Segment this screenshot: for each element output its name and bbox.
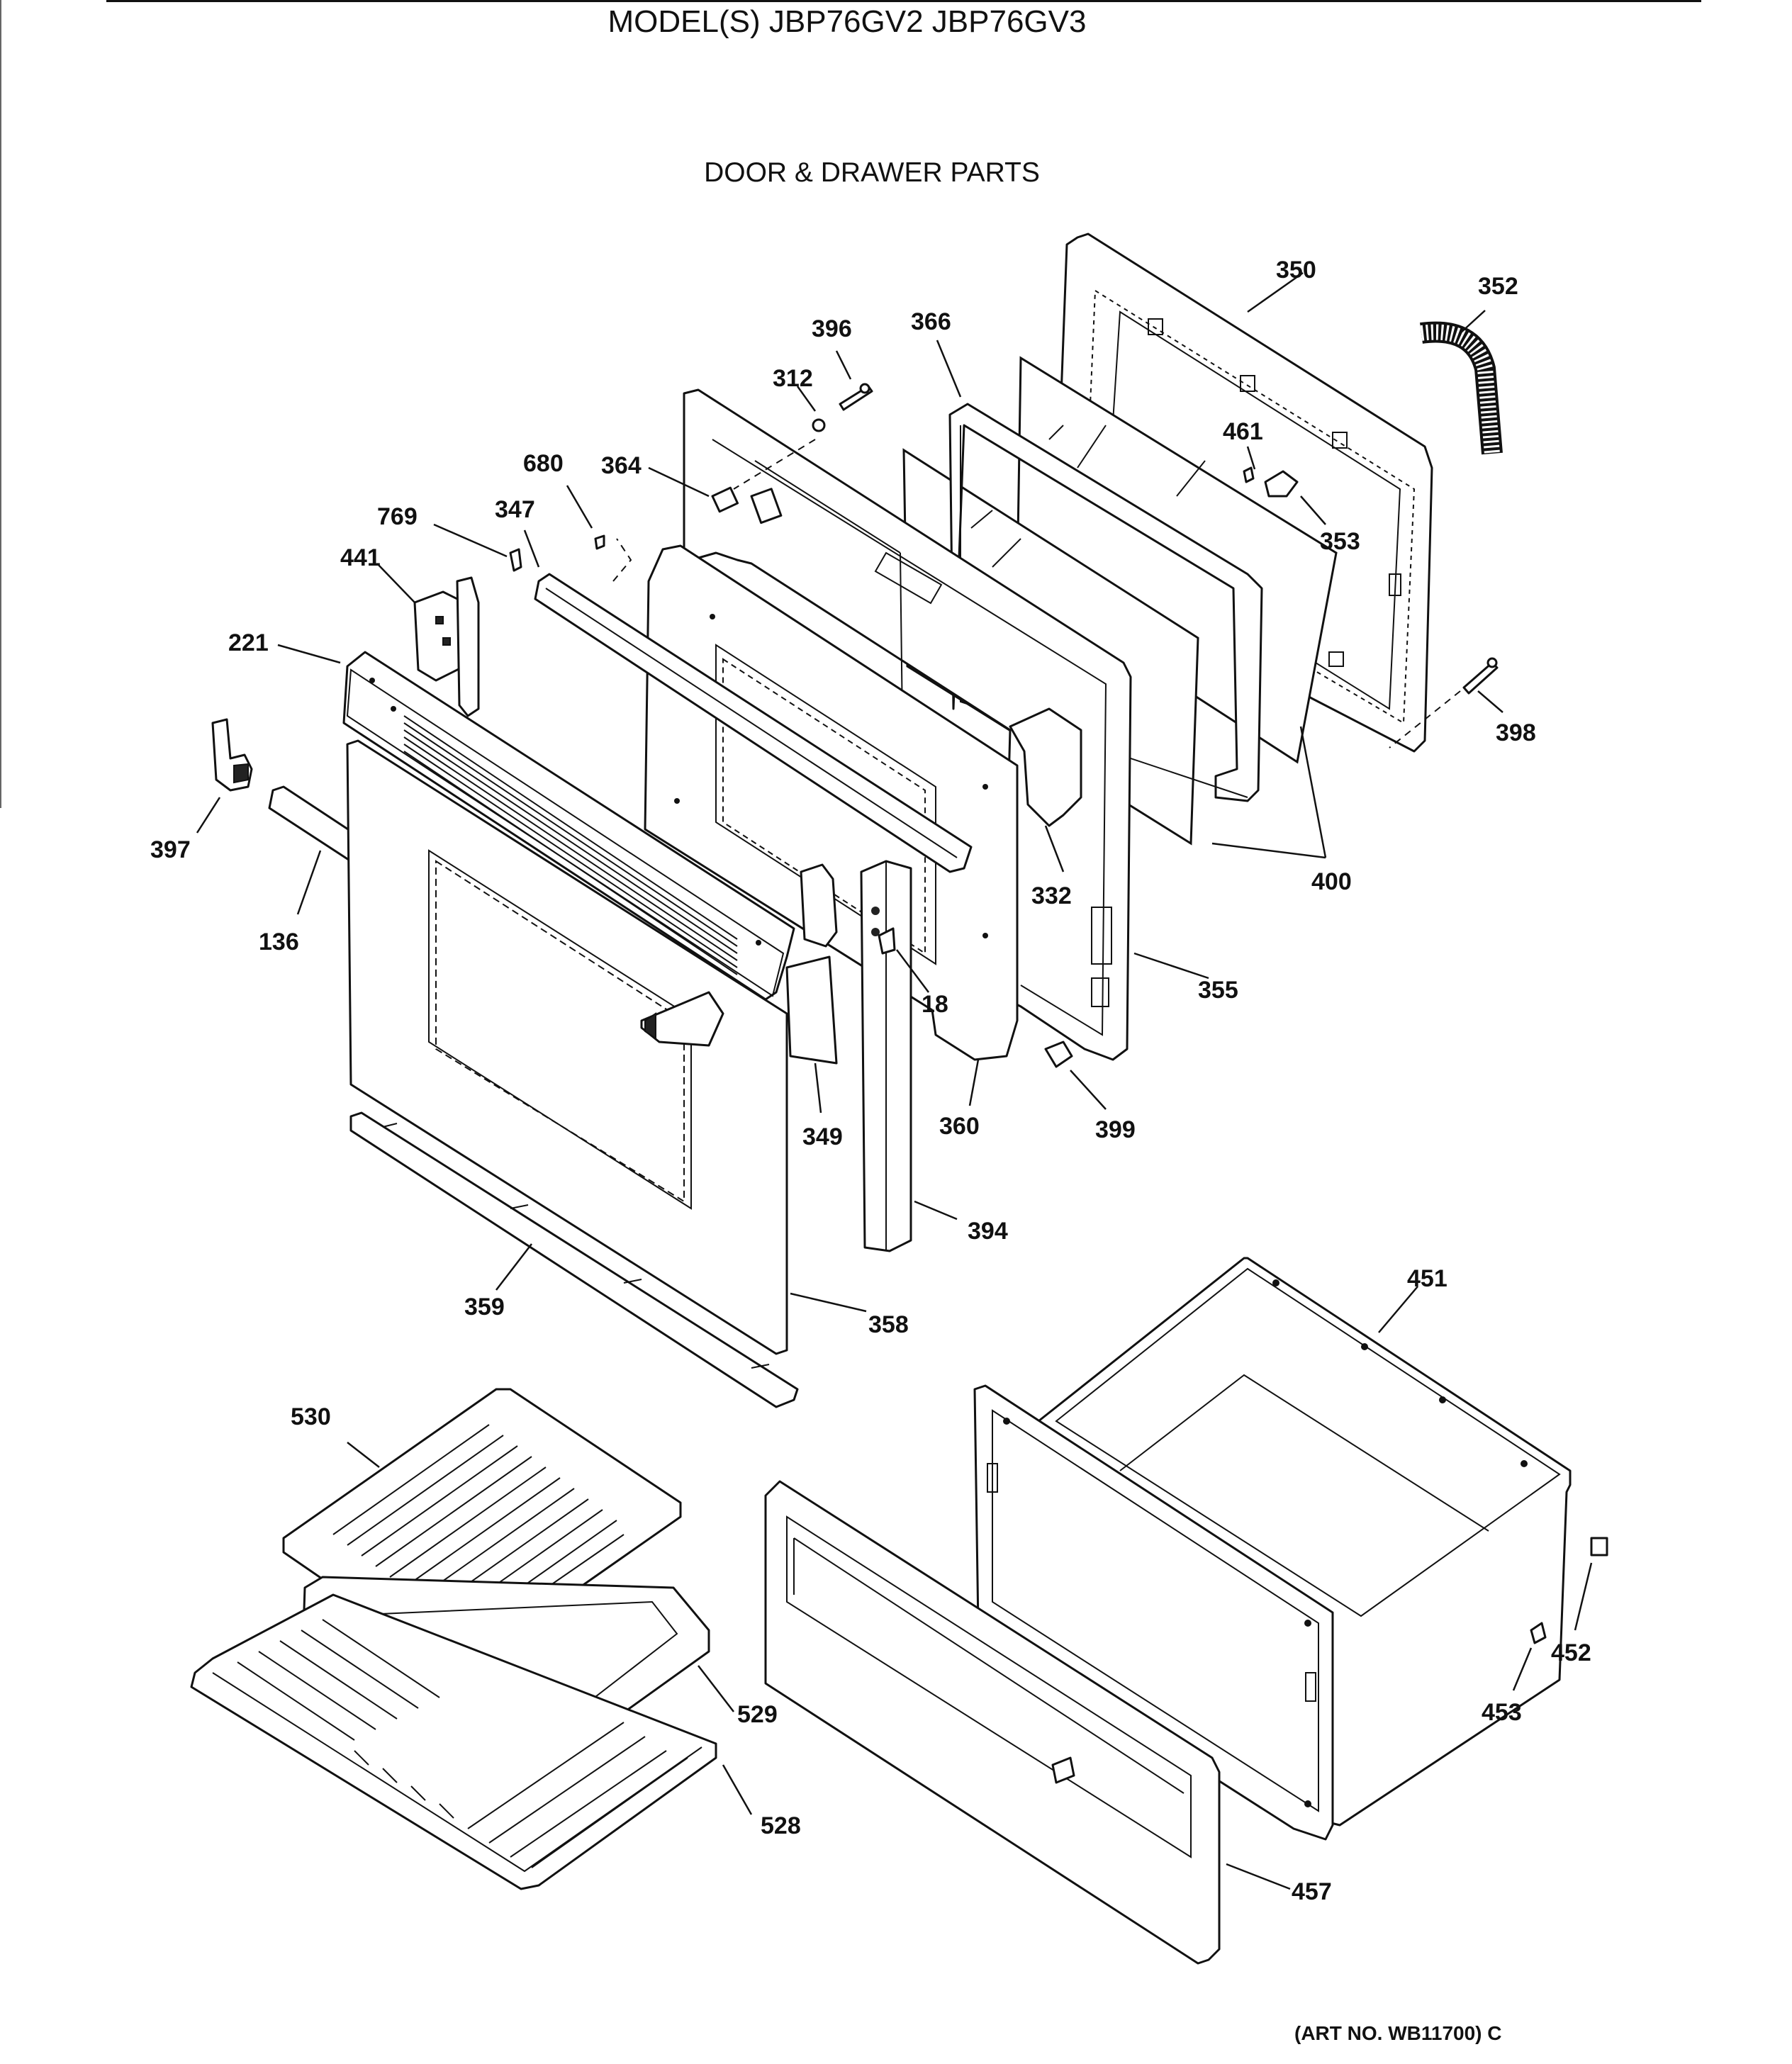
drawer-inner-front (973, 1384, 1334, 1841)
callout-349: 349 (802, 1123, 843, 1150)
callout-360: 360 (939, 1113, 980, 1140)
door-side-channel (860, 860, 912, 1252)
callout-353: 353 (1320, 528, 1360, 555)
oven-rack (190, 1593, 717, 1890)
callout-labels: 350 352 396 366 312 461 680 364 353 769 … (150, 257, 1591, 1905)
callout-358: 358 (868, 1311, 909, 1338)
door-hinge-right (800, 863, 838, 948)
page-title: MODEL(S) JBP76GV2 JBP76GV3 (607, 4, 1087, 39)
callout-347: 347 (495, 496, 535, 523)
callout-441: 441 (340, 544, 381, 571)
drawer-body (1037, 1257, 1572, 1827)
callout-529: 529 (737, 1701, 778, 1728)
callout-397: 397 (150, 836, 191, 863)
callout-396: 396 (812, 315, 852, 342)
callout-355: 355 (1198, 977, 1238, 1004)
left-border-line (0, 0, 1, 808)
callout-400: 400 (1311, 868, 1352, 895)
drawer-front-panel (764, 1480, 1221, 1965)
callout-394: 394 (968, 1218, 1008, 1245)
callout-18: 18 (922, 991, 948, 1018)
callout-352: 352 (1478, 273, 1518, 300)
callout-312: 312 (773, 365, 813, 392)
callout-680: 680 (523, 450, 564, 477)
outer-door-panel (346, 739, 788, 1355)
insulation-block (1009, 707, 1082, 827)
door-hinge-left (413, 576, 480, 717)
callout-528: 528 (761, 1812, 801, 1839)
top-border-line (106, 0, 1701, 2)
inner-door-panel (644, 544, 1019, 1061)
callout-530: 530 (291, 1403, 331, 1430)
drawer-slide-parts (1051, 1537, 1608, 1784)
callout-359: 359 (464, 1294, 505, 1320)
callout-332: 332 (1031, 882, 1072, 909)
callout-398: 398 (1496, 719, 1536, 746)
callout-769: 769 (377, 503, 418, 530)
callout-451: 451 (1407, 1265, 1447, 1292)
callout-136: 136 (259, 929, 299, 955)
callout-452: 452 (1551, 1639, 1591, 1666)
callout-350: 350 (1276, 257, 1316, 284)
door-gasket (1420, 321, 1503, 455)
door-bottom-trim (349, 1111, 799, 1408)
callout-461: 461 (1223, 418, 1263, 445)
door-handle-end-bracket (211, 718, 253, 792)
door-top-trim (534, 573, 973, 873)
callout-457: 457 (1292, 1878, 1332, 1905)
callout-366: 366 (911, 308, 951, 335)
callout-364: 364 (601, 452, 642, 479)
section-title: DOOR & DRAWER PARTS (704, 157, 1040, 188)
screws (509, 383, 1499, 1068)
door-inner-frame (948, 403, 1263, 802)
door-spacer (785, 955, 838, 1065)
callout-453: 453 (1482, 1699, 1522, 1726)
callout-221: 221 (228, 629, 269, 656)
door-vent-top (342, 651, 795, 1001)
hinge-receptacle (711, 486, 783, 525)
door-liner (683, 388, 1132, 1061)
callout-399: 399 (1095, 1116, 1136, 1143)
leader-lines (196, 271, 1593, 1890)
art-number: (ART NO. WB11700) C (1294, 2022, 1502, 2044)
